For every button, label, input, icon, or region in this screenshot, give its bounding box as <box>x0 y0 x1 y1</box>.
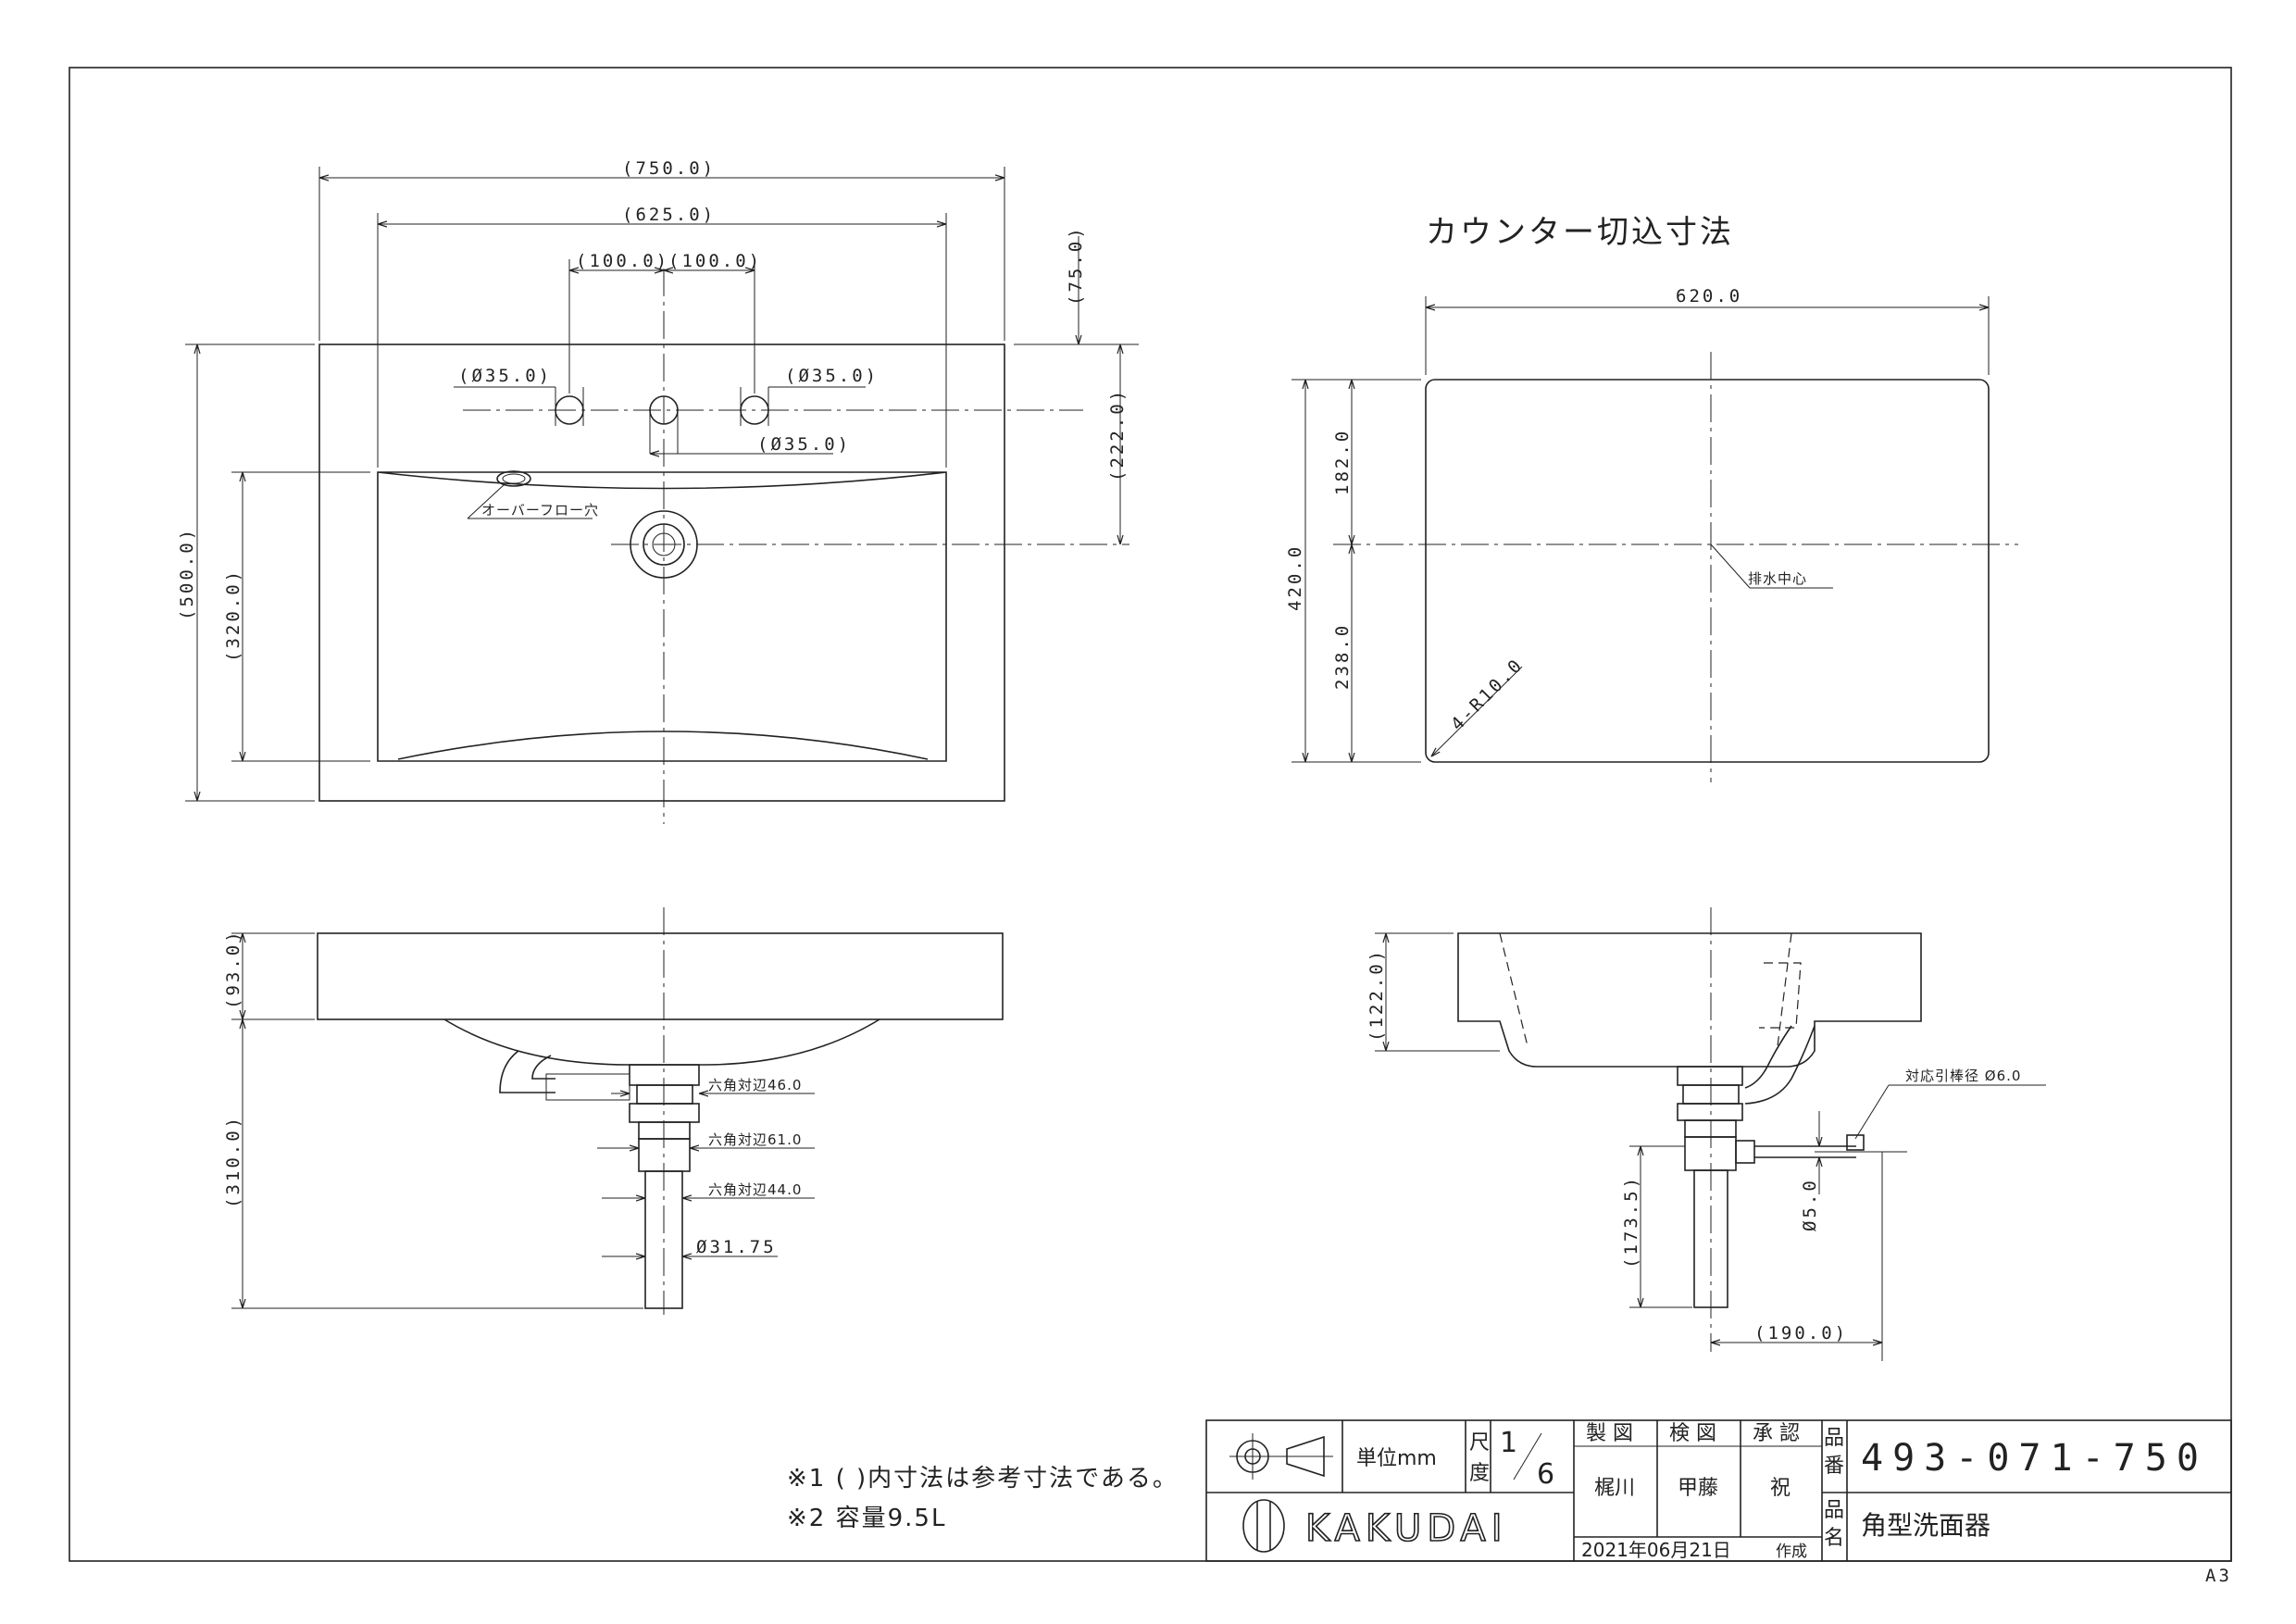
drain-center-label: 排水中心 <box>1748 570 1807 587</box>
dim-hole-center: (Ø35.0) <box>757 434 851 455</box>
dim-hole-left: (Ø35.0) <box>458 366 552 386</box>
side-dim-rod: Ø5.0 <box>1800 1178 1820 1231</box>
front-view: (93.0) (310.0) 六角対辺46.0 六角対辺61.0 六角対辺44.… <box>223 907 1004 1315</box>
col-checked: 検 図 <box>1669 1422 1716 1445</box>
dim-depth-total: (500.0) <box>177 527 197 620</box>
sheet-size: A3 <box>2205 1566 2232 1586</box>
kakudai-logo: KAKUDAI <box>1242 1499 1508 1553</box>
pipe-diameter: Ø31.75 <box>696 1237 777 1257</box>
dim-width-total: (750.0) <box>622 158 716 179</box>
cutout-heading: カウンター切込寸法 <box>1426 214 1734 251</box>
approved-by: 祝 <box>1770 1477 1791 1500</box>
col-approved: 承 認 <box>1753 1422 1800 1445</box>
cutout-dim-front: 182.0 <box>1332 429 1353 495</box>
dim-depth-back: (75.0) <box>1066 225 1086 306</box>
note-2: ※2 容量9.5L <box>787 1505 946 1532</box>
projection-symbol-icon <box>1229 1433 1333 1480</box>
dim-tap-left: (100.0) <box>576 251 669 271</box>
date-suffix: 作成 <box>1776 1543 1807 1561</box>
scale-label-2: 度 <box>1469 1462 1490 1485</box>
dim-hole-right: (Ø35.0) <box>785 366 879 386</box>
side-view: (122.0) (173.5) Ø5.0 (190.0) 対応引棒径 Ø6.0 <box>1366 907 2046 1361</box>
side-dim-height: (122.0) <box>1366 948 1387 1042</box>
part-no-label-1: 品 <box>1824 1427 1844 1450</box>
overflow-hole <box>496 470 531 487</box>
cutout-dim-width: 620.0 <box>1676 286 1742 306</box>
name-label-2: 名 <box>1824 1527 1844 1550</box>
scale-denominator: 6 <box>1537 1458 1554 1491</box>
rod-diameter-label: 対応引棒径 Ø6.0 <box>1905 1068 2021 1084</box>
sheet-border <box>69 67 2232 1562</box>
drawing-date: 2021年06月21日 <box>1581 1539 1731 1561</box>
cutout-outline <box>1425 379 1990 763</box>
cutout-view: カウンター切込寸法 620.0 420.0 182.0 238.0 4-R10.… <box>1285 214 2018 782</box>
checked-by: 甲藤 <box>1678 1477 1718 1500</box>
part-number: 493-071-750 <box>1861 1437 2208 1480</box>
tail-pipe-side <box>1693 1169 1728 1308</box>
col-drawn: 製 図 <box>1586 1422 1633 1445</box>
side-dim-lower: (173.5) <box>1621 1175 1641 1268</box>
dim-bowl-depth: (320.0) <box>223 568 243 662</box>
title-block: 単位mm 尺 度 1 6 製 図 検 図 承 認 梶川 甲藤 祝 品 番 493… <box>1205 1419 2232 1586</box>
dim-drain-offset: (222.0) <box>1107 388 1128 481</box>
cutout-dim-back: 238.0 <box>1332 623 1353 690</box>
name-label-1: 品 <box>1824 1499 1844 1522</box>
top-view: (750.0) (625.0) (100.0) (100.0) (Ø35.0) … <box>177 158 1139 824</box>
overflow-label: オーバーフロー穴 <box>481 502 599 518</box>
tail-pipe-front <box>644 1170 683 1309</box>
drawn-by: 梶川 <box>1594 1477 1635 1500</box>
scale-label-1: 尺 <box>1469 1431 1490 1455</box>
basin-front <box>317 932 1004 1020</box>
basin-side <box>1457 932 1922 1068</box>
dim-tap-right: (100.0) <box>668 251 762 271</box>
overflow-hose-front <box>545 1073 630 1101</box>
unit-label: 単位mm <box>1356 1447 1437 1470</box>
notes: ※1 ( )内寸法は参考寸法である。 ※2 容量9.5L <box>787 1465 1179 1532</box>
front-dim-trap: (310.0) <box>223 1115 243 1208</box>
dim-width-bowl: (625.0) <box>622 205 716 225</box>
hex-46: 六角対辺46.0 <box>708 1077 802 1093</box>
brand-wordmark: KAKUDAI <box>1305 1507 1508 1550</box>
note-1: ※1 ( )内寸法は参考寸法である。 <box>787 1465 1179 1493</box>
front-dim-rim: (93.0) <box>223 929 243 1009</box>
scale-numerator: 1 <box>1500 1427 1517 1459</box>
side-dim-offset: (190.0) <box>1754 1323 1848 1343</box>
part-name: 角型洗面器 <box>1861 1510 1990 1541</box>
hex-44: 六角対辺44.0 <box>708 1181 802 1198</box>
part-no-label-2: 番 <box>1824 1455 1844 1478</box>
cutout-dim-depth: 420.0 <box>1285 544 1305 611</box>
basin-outline-top <box>318 344 1005 802</box>
hex-61: 六角対辺61.0 <box>708 1131 802 1148</box>
bowl-outline-top <box>377 471 947 762</box>
cutout-dim-radius: 4-R10.0 <box>1447 655 1528 735</box>
